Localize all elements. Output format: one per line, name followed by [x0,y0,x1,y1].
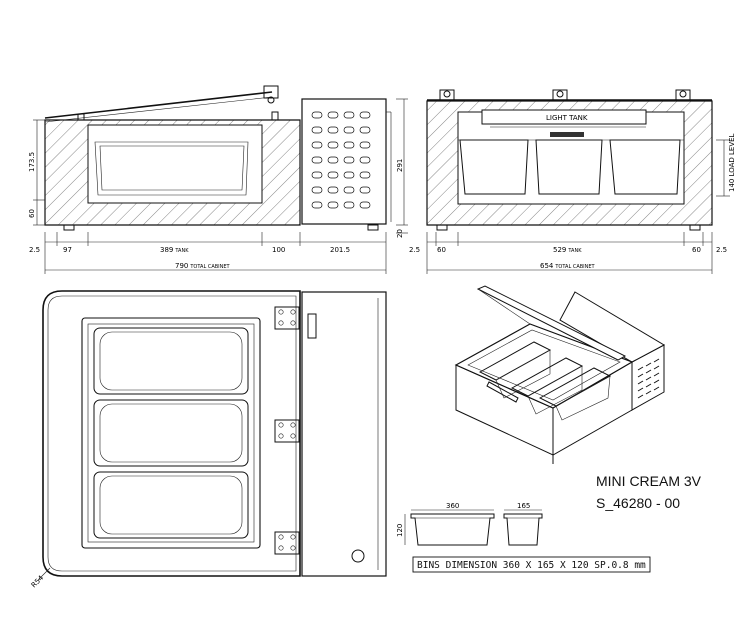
vent-slot [359,156,371,164]
front-hinges [427,89,712,101]
vent-slot [645,390,652,395]
vent-slot [327,186,339,194]
vent-slot [343,156,355,164]
vent-slot [311,126,323,134]
vent-slot [311,201,323,209]
vent-slot [311,141,323,149]
dim-291: 291 [396,159,404,172]
front-bin-1 [459,139,529,195]
vent-slot [359,126,371,134]
vent-slot [343,171,355,179]
vent-slot [311,156,323,164]
top-view: R54 [30,290,387,590]
vent-slot [637,380,644,385]
front-bin-2 [535,139,603,195]
vent-slot [343,111,355,119]
dim-100: 100 [272,246,285,254]
vent-slot [359,171,371,179]
light-tank-label: LIGHT TANK [546,114,588,122]
vent-slot [637,373,644,378]
vent-slot [359,111,371,119]
top-hinges [274,306,300,555]
vent-slot [327,171,339,179]
power-switch-icon [351,549,365,563]
foot [367,224,379,231]
vent-slot [327,141,339,149]
dim-60-left: 60 [437,246,446,254]
dim-97: 97 [63,246,72,254]
vent-slot [327,126,339,134]
vent-slot [327,156,339,164]
dim-60-right: 60 [692,246,701,254]
radius-label: R54 [30,574,46,590]
dim-60: 60 [28,209,36,218]
front-bin-3 [609,139,681,195]
bin-detail: 360 165 120 BINS DIMENSION 360 X 165 X 1… [396,502,651,573]
vent-slot [645,383,652,388]
vent-slot [327,201,339,209]
vent-slot [359,186,371,194]
iso-view [454,285,666,464]
dim-173-5: 173.5 [28,152,36,172]
vent-slot [311,186,323,194]
vent-slot [343,186,355,194]
dim-2-5-right: 2.5 [716,246,727,254]
vent-slot [653,386,660,391]
top-condenser [301,291,387,577]
vent-slot [653,358,660,363]
vent-slot [311,111,323,119]
bin-height-dim: 120 [396,524,404,537]
vent-slot [645,369,652,374]
vent-slot [311,171,323,179]
vent-slot [343,126,355,134]
vent-slot [637,366,644,371]
vent-slot [645,376,652,381]
load-level-label: 140 LOAD LEVEL [728,133,736,192]
product-name: MINI CREAM 3V [596,473,702,489]
vent-slot [327,111,339,119]
bin-width-dim: 165 [517,502,530,510]
bin-length-dim: 360 [446,502,459,510]
vent-slot [653,379,660,384]
vent-slot [359,141,371,149]
vent-slot [645,362,652,367]
vent-slot [343,201,355,209]
foot [63,224,75,231]
side-condenser-box [301,98,392,225]
vent-slot [637,394,644,399]
dim-2-5-left: 2.5 [409,246,420,254]
side-tank [87,124,263,204]
vent-slot [653,365,660,370]
product-code: S_46280 - 00 [596,495,680,511]
vent-slot [359,201,371,209]
vent-slot [653,372,660,377]
bins-dimension-label: BINS DIMENSION 360 X 165 X 120 SP.0.8 mm [417,560,646,571]
side-lid [44,85,279,123]
dim-20: 20 [396,229,404,238]
front-view: LIGHT TANK 140 LOAD LEVEL [409,89,736,274]
vent-slot [343,141,355,149]
dim-2-5: 2.5 [29,246,40,254]
dim-201-5: 201.5 [330,246,350,254]
vent-slot [637,387,644,392]
